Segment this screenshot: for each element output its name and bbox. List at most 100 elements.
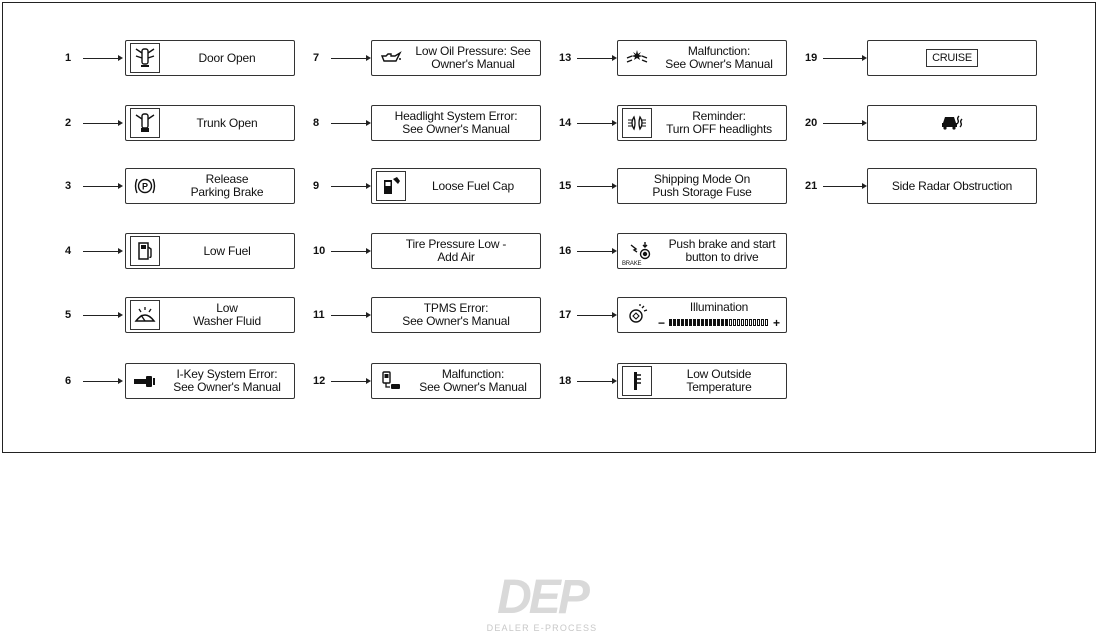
message-line: Headlight System Error:: [394, 109, 518, 123]
message-line: Temperature: [686, 380, 752, 394]
level-segment: [745, 319, 748, 326]
leader-line: [331, 312, 371, 318]
item-number: 18: [559, 375, 572, 387]
item-number: 12: [313, 375, 326, 387]
message-box: BRAKE Push brake and start button to dri…: [617, 233, 787, 269]
indicator-item-16: 16 BRAKE Push brake and start button to …: [559, 233, 799, 271]
washer-fluid-icon: [130, 300, 160, 330]
level-segment: [713, 319, 716, 326]
message-text: Trunk Open: [160, 116, 294, 130]
item-number: 19: [805, 52, 818, 64]
leader-line: [577, 55, 617, 61]
level-segment: [669, 319, 672, 326]
message-box: TPMS Error: See Owner's Manual: [371, 297, 541, 333]
message-box: CRUISE: [867, 40, 1037, 76]
message-text: Reminder: Turn OFF headlights: [652, 110, 786, 136]
indicator-item-11: 11 TPMS Error: See Owner's Manual: [313, 297, 553, 335]
indicator-item-2: 2 Trunk Open: [65, 105, 305, 143]
message-line: Push Storage Fuse: [652, 185, 752, 199]
item-number: 20: [805, 117, 818, 129]
item-number: 11: [313, 309, 325, 321]
message-line: Push brake and start: [668, 237, 776, 251]
message-text: Release Parking Brake: [160, 173, 294, 199]
message-box: Side Radar Obstruction: [867, 168, 1037, 204]
message-box: Shipping Mode On Push Storage Fuse: [617, 168, 787, 204]
item-number: 16: [559, 245, 572, 257]
illumination-title: Illumination: [689, 299, 749, 314]
indicator-item-20: 20: [805, 105, 1045, 143]
item-number: 15: [559, 180, 572, 192]
leader-line: [331, 248, 371, 254]
indicator-item-19: 19 CRUISE: [805, 40, 1045, 78]
message-line: Parking Brake: [190, 185, 264, 199]
level-segment: [697, 319, 700, 326]
message-line: See Owner's Manual: [665, 57, 773, 71]
message-line: Turn OFF headlights: [666, 122, 772, 136]
item-number: 13: [559, 52, 572, 64]
message-text: Low Fuel: [160, 244, 294, 258]
cruise-indicator: CRUISE: [926, 49, 978, 67]
fuel-cap-icon: [376, 171, 406, 201]
level-segment: [737, 319, 740, 326]
leader-line: [577, 378, 617, 384]
message-text: Low Oil Pressure: See Owner's Manual: [406, 45, 540, 71]
message-line: TPMS Error:: [423, 301, 489, 315]
leader-line: [83, 55, 123, 61]
item-number: 10: [313, 245, 326, 257]
level-segment: [729, 319, 732, 326]
message-line: Door Open: [198, 50, 256, 65]
item-number: 7: [313, 52, 320, 64]
message-line: button to drive: [685, 250, 759, 264]
message-text: Low Outside Temperature: [652, 368, 786, 394]
indicator-diagram: 1 Door Open 2 Trunk Open 3 P Release: [2, 2, 1096, 453]
indicator-item-21: 21 Side Radar Obstruction: [805, 168, 1045, 206]
message-line: Low Oil Pressure: See: [415, 44, 531, 58]
message-line: See Owner's Manual: [402, 314, 510, 328]
indicator-item-10: 10 Tire Pressure Low - Add Air: [313, 233, 553, 271]
illumination-icon: [622, 300, 652, 330]
leader-line: [823, 183, 867, 189]
message-text: Shipping Mode On Push Storage Fuse: [618, 173, 786, 199]
minus-sign: −: [657, 315, 665, 330]
level-segment: [693, 319, 696, 326]
message-line: Reminder:: [692, 109, 746, 123]
level-segment: [721, 319, 724, 326]
leader-line: [823, 55, 867, 61]
leader-line: [83, 183, 123, 189]
indicator-item-14: 14 Reminder: Turn OFF headlights: [559, 105, 799, 143]
illumination-control: Illumination − +: [652, 299, 786, 330]
indicator-item-15: 15 Shipping Mode On Push Storage Fuse: [559, 168, 799, 206]
item-number: 3: [65, 180, 72, 192]
level-segment: [741, 319, 744, 326]
message-box: Low Washer Fluid: [125, 297, 295, 333]
key-icon: [130, 366, 160, 396]
item-number: 14: [559, 117, 572, 129]
level-segment: [701, 319, 704, 326]
vehicle-dynamic-control-icon: [937, 108, 967, 138]
leader-line: [83, 312, 123, 318]
message-box: Loose Fuel Cap: [371, 168, 541, 204]
message-text: Malfunction: See Owner's Manual: [406, 368, 540, 394]
oil-can-icon: [376, 43, 406, 73]
leader-line: [83, 378, 123, 384]
level-segment: [749, 319, 752, 326]
message-box: I-Key System Error: See Owner's Manual: [125, 363, 295, 399]
message-box: Malfunction: See Owner's Manual: [371, 363, 541, 399]
logo-mark: DEP: [497, 571, 590, 624]
item-number: 2: [65, 117, 72, 129]
indicator-item-4: 4 Low Fuel: [65, 233, 305, 271]
message-line: Tire Pressure Low -: [405, 237, 507, 251]
leader-line: [331, 378, 371, 384]
trunk-open-icon: [130, 108, 160, 138]
message-line: Loose Fuel Cap: [432, 178, 514, 193]
item-number: 4: [65, 245, 72, 257]
thermometer-icon: [622, 366, 652, 396]
indicator-item-3: 3 P Release Parking Brake: [65, 168, 305, 206]
message-box: Low Fuel: [125, 233, 295, 269]
indicator-item-1: 1 Door Open: [65, 40, 305, 78]
level-segment: [673, 319, 676, 326]
leader-line: [577, 312, 617, 318]
item-number: 8: [313, 117, 320, 129]
message-line: Owner's Manual: [431, 57, 515, 71]
door-open-icon: [130, 43, 160, 73]
